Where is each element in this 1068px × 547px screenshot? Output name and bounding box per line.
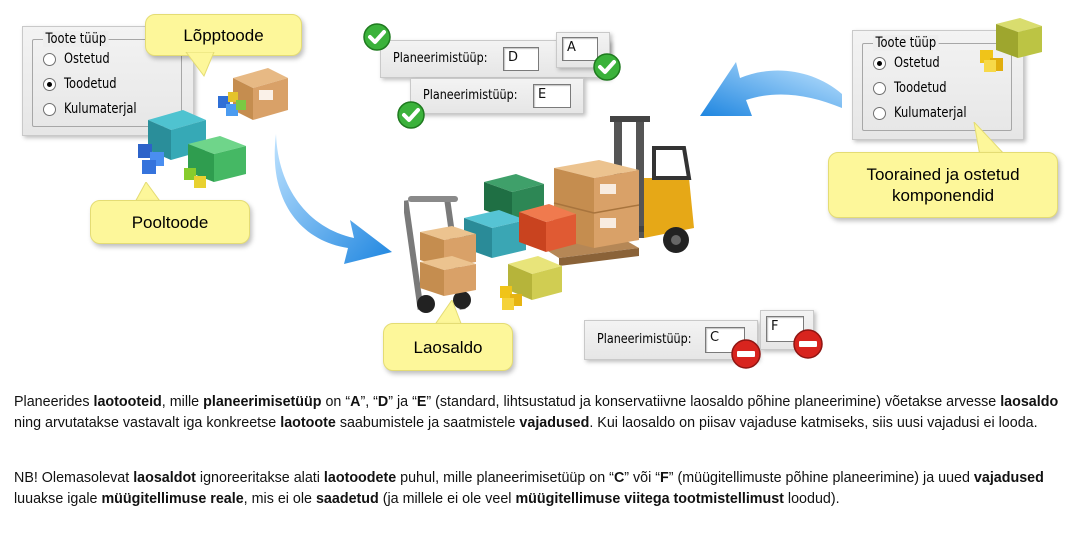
callout-pointer — [185, 52, 215, 77]
radio-button[interactable] — [43, 52, 56, 66]
radio-option-ostetud[interactable]: Ostetud — [873, 54, 950, 72]
groupbox-title: Toote tüüp — [43, 31, 109, 47]
callout-pointer — [133, 182, 163, 204]
radio-option-kulumaterjal[interactable]: Kulumaterjal — [43, 100, 153, 118]
callout-pointer — [973, 122, 1007, 156]
callout-pointer — [433, 300, 463, 326]
planning-type-field-d[interactable]: D — [503, 47, 539, 71]
planning-type-field-c[interactable]: C — [705, 327, 745, 353]
boxes-icon — [138, 68, 288, 188]
planning-type-label: Planeerimistüüp: — [423, 88, 518, 103]
radio-label: Toodetud — [64, 76, 117, 92]
curved-arrow-icon — [274, 134, 392, 264]
radio-button[interactable] — [873, 106, 886, 120]
checkmark-icon — [593, 53, 621, 81]
boxes-icon — [980, 18, 1042, 72]
radio-option-kulumaterjal[interactable]: Kulumaterjal — [873, 104, 983, 122]
planning-type-field-e[interactable]: E — [533, 84, 571, 108]
planning-type-field-a[interactable]: A — [562, 37, 598, 61]
radio-option-ostetud[interactable]: Ostetud — [43, 50, 120, 68]
planning-type-label: Planeerimistüüp: — [393, 51, 488, 66]
no-entry-icon — [793, 329, 823, 359]
curved-arrow-icon — [700, 62, 842, 116]
radio-option-toodetud[interactable]: Toodetud — [43, 75, 128, 93]
radio-button-selected[interactable] — [43, 77, 56, 91]
radio-button-selected[interactable] — [873, 56, 886, 70]
callout-finished-product: Lõpptoode — [145, 14, 302, 56]
radio-label: Kulumaterjal — [64, 101, 137, 117]
description-paragraph-1: Planeerides laotooteid, mille planeerimi… — [14, 394, 1059, 431]
radio-label: Toodetud — [894, 80, 947, 96]
radio-option-toodetud[interactable]: Toodetud — [873, 79, 958, 97]
warehouse-illustration — [404, 116, 694, 313]
radio-label: Ostetud — [894, 55, 940, 71]
checkmark-icon — [363, 23, 391, 51]
planning-type-panel-allowed-2: Planeerimistüüp: E — [410, 78, 584, 114]
planning-type-panel-rejected: Planeerimistüüp: C — [584, 320, 758, 360]
radio-button[interactable] — [43, 102, 56, 116]
radio-button[interactable] — [873, 81, 886, 95]
callout-semi-product: Pooltoode — [90, 200, 250, 244]
product-type-groupbox: Toote tüüp Ostetud Toodetud Kulumaterjal — [862, 35, 1012, 131]
description-paragraph-2: NB! Olemasolevat laosaldot ignoreeritaks… — [14, 470, 1044, 507]
product-type-panel-right: Toote tüüp Ostetud Toodetud Kulumaterjal — [852, 30, 1024, 140]
product-type-groupbox: Toote tüüp Ostetud Toodetud Kulumaterjal — [32, 31, 182, 127]
groupbox-title: Toote tüüp — [873, 35, 939, 51]
checkmark-icon — [397, 101, 425, 129]
radio-label: Ostetud — [64, 51, 110, 67]
radio-label: Kulumaterjal — [894, 105, 967, 121]
no-entry-icon — [731, 339, 761, 369]
planning-type-label: Planeerimistüüp: — [597, 332, 692, 347]
planning-type-option-panel: A — [556, 32, 610, 68]
callout-raw-materials: Toorained ja ostetud komponendid — [828, 152, 1058, 218]
callout-stock: Laosaldo — [383, 323, 513, 371]
